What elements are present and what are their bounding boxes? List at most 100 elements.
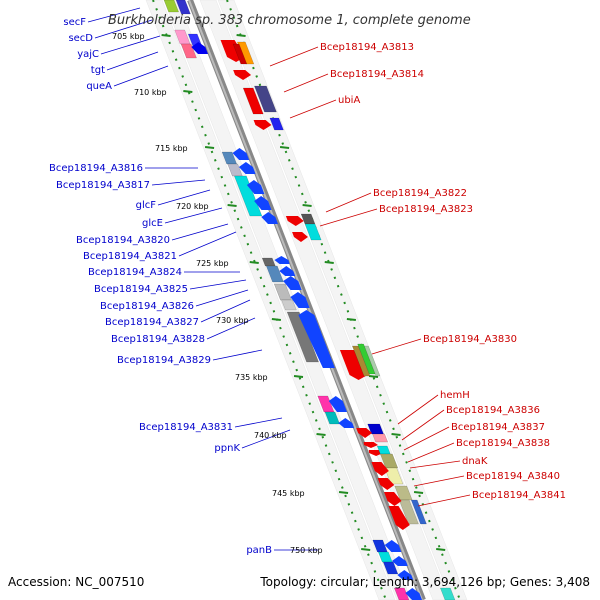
gene-feature	[281, 299, 297, 311]
gene-label-a3813[interactable]: Bcep18194_A3813	[320, 42, 414, 53]
gene-arrow-reverse	[371, 462, 389, 476]
gene-feature	[363, 345, 381, 377]
tick-mark	[316, 433, 326, 436]
gene-label-a3841[interactable]: Bcep18194_A3841	[472, 490, 566, 501]
gene-feature	[304, 223, 322, 241]
gene-feature	[439, 587, 456, 600]
lane-band	[217, 0, 468, 600]
gene-arrow-forward	[397, 570, 414, 580]
right-label-connector	[371, 338, 422, 355]
tick-mark	[236, 34, 246, 37]
gene-feature	[372, 433, 389, 443]
gene-label-a3821[interactable]: Bcep18194_A3821	[83, 251, 177, 262]
tick-mark	[204, 146, 215, 149]
gene-feature	[269, 117, 284, 131]
gene-label-a3831[interactable]: Bcep18194_A3831	[139, 422, 233, 433]
left-label-connector	[212, 349, 263, 361]
lane-band	[145, 0, 396, 600]
tick-label: 710 kbp	[134, 88, 167, 97]
gene-label-a3814[interactable]: Bcep18194_A3814	[330, 69, 424, 80]
tick-mark	[338, 491, 349, 494]
gene-arrow-forward	[290, 292, 310, 308]
gene-label-a3830[interactable]: Bcep18194_A3830	[423, 334, 517, 345]
right-label-connector	[397, 394, 439, 425]
gene-arrow-forward	[254, 196, 272, 210]
gene-arrow-forward	[283, 276, 302, 290]
gene-label-a3837[interactable]: Bcep18194_A3837	[451, 422, 545, 433]
gene-features	[163, 0, 456, 600]
gene-label-a3820[interactable]: Bcep18194_A3820	[76, 235, 170, 246]
tick-mark	[249, 261, 259, 264]
left-label-connector	[100, 35, 161, 55]
gene-feature	[410, 499, 427, 525]
gene-arrow-forward	[261, 212, 278, 224]
left-label-connector	[234, 417, 283, 428]
tick-mark	[183, 90, 193, 93]
gene-label-secf[interactable]: secF	[63, 17, 86, 28]
right-label-connector	[401, 409, 445, 441]
tick-label: 705 kbp	[112, 32, 145, 41]
gene-label-tgt[interactable]: tgt	[91, 65, 105, 76]
gene-label-panb[interactable]: panB	[246, 545, 272, 556]
left-label-connector	[157, 189, 211, 206]
gene-label-a3836[interactable]: Bcep18194_A3836	[446, 405, 540, 416]
gene-label-a3823[interactable]: Bcep18194_A3823	[379, 204, 473, 215]
gene-label-a3838[interactable]: Bcep18194_A3838	[456, 438, 550, 449]
tick-mark	[361, 548, 371, 551]
gene-label-ppnk[interactable]: ppnK	[214, 443, 240, 454]
gene-label-a3817[interactable]: Bcep18194_A3817	[56, 180, 150, 191]
gene-arrow-reverse	[292, 232, 308, 242]
left-label-connector	[87, 7, 141, 23]
gene-label-a3824[interactable]: Bcep18194_A3824	[88, 267, 182, 278]
gene-label-a3827[interactable]: Bcep18194_A3827	[105, 317, 199, 328]
gene-feature	[265, 265, 284, 283]
gene-arrow-forward	[274, 256, 290, 264]
tick-label: 730 kbp	[216, 316, 249, 325]
gene-label-hemh[interactable]: hemH	[440, 390, 470, 401]
gene-arrow-reverse	[233, 70, 252, 80]
left-label-connector	[151, 179, 206, 186]
gene-label-secd[interactable]: secD	[68, 33, 93, 44]
left-label-connector	[113, 65, 169, 87]
gene-label-glce[interactable]: glcE	[142, 218, 163, 229]
left-label-connector	[171, 223, 229, 241]
tick-label: 745 kbp	[272, 489, 305, 498]
tick-label: 715 kbp	[155, 144, 188, 153]
gene-label-a3825[interactable]: Bcep18194_A3825	[94, 284, 188, 295]
gene-label-quea[interactable]: queA	[86, 81, 112, 92]
gene-label-a3828[interactable]: Bcep18194_A3828	[111, 334, 205, 345]
gene-feature	[384, 467, 404, 485]
gene-feature	[163, 0, 180, 13]
tick-mark	[413, 491, 424, 494]
gene-label-a3826[interactable]: Bcep18194_A3826	[100, 301, 194, 312]
right-label-connector	[407, 442, 455, 463]
gene-arrow-forward	[391, 556, 408, 566]
tick-mark	[293, 375, 304, 378]
gene-label-dnak[interactable]: dnaK	[462, 456, 488, 467]
gene-label-a3816[interactable]: Bcep18194_A3816	[49, 163, 143, 174]
gene-arrow-reverse	[356, 428, 373, 438]
left-label-connector	[206, 317, 256, 340]
right-label-connector	[319, 208, 378, 227]
gene-arrow-reverse	[339, 350, 368, 380]
gene-label-a3822[interactable]: Bcep18194_A3822	[373, 188, 467, 199]
left-label-connector	[94, 19, 153, 39]
gene-feature	[393, 587, 410, 600]
gene-feature	[233, 175, 263, 217]
topology-text: Topology: circular; Length: 3,694,126 bp…	[259, 575, 590, 589]
gene-label-a3840[interactable]: Bcep18194_A3840	[466, 471, 560, 482]
gene-feature	[180, 43, 197, 59]
tick-mark	[324, 261, 334, 264]
gene-label-a3829[interactable]: Bcep18194_A3829	[117, 355, 211, 366]
left-label-connector	[164, 207, 223, 224]
gene-label-ubia[interactable]: ubiA	[338, 95, 360, 106]
accession-text: Accession: NC_007510	[8, 575, 144, 589]
gene-label-glcf[interactable]: glcF	[136, 200, 157, 211]
left-label-connector	[106, 51, 159, 71]
tick-label: 720 kbp	[176, 202, 209, 211]
gene-arrow-reverse	[377, 478, 395, 490]
gene-label-yajc[interactable]: yajC	[77, 49, 99, 60]
tick-mark	[436, 548, 446, 551]
tick-mark	[302, 204, 312, 207]
